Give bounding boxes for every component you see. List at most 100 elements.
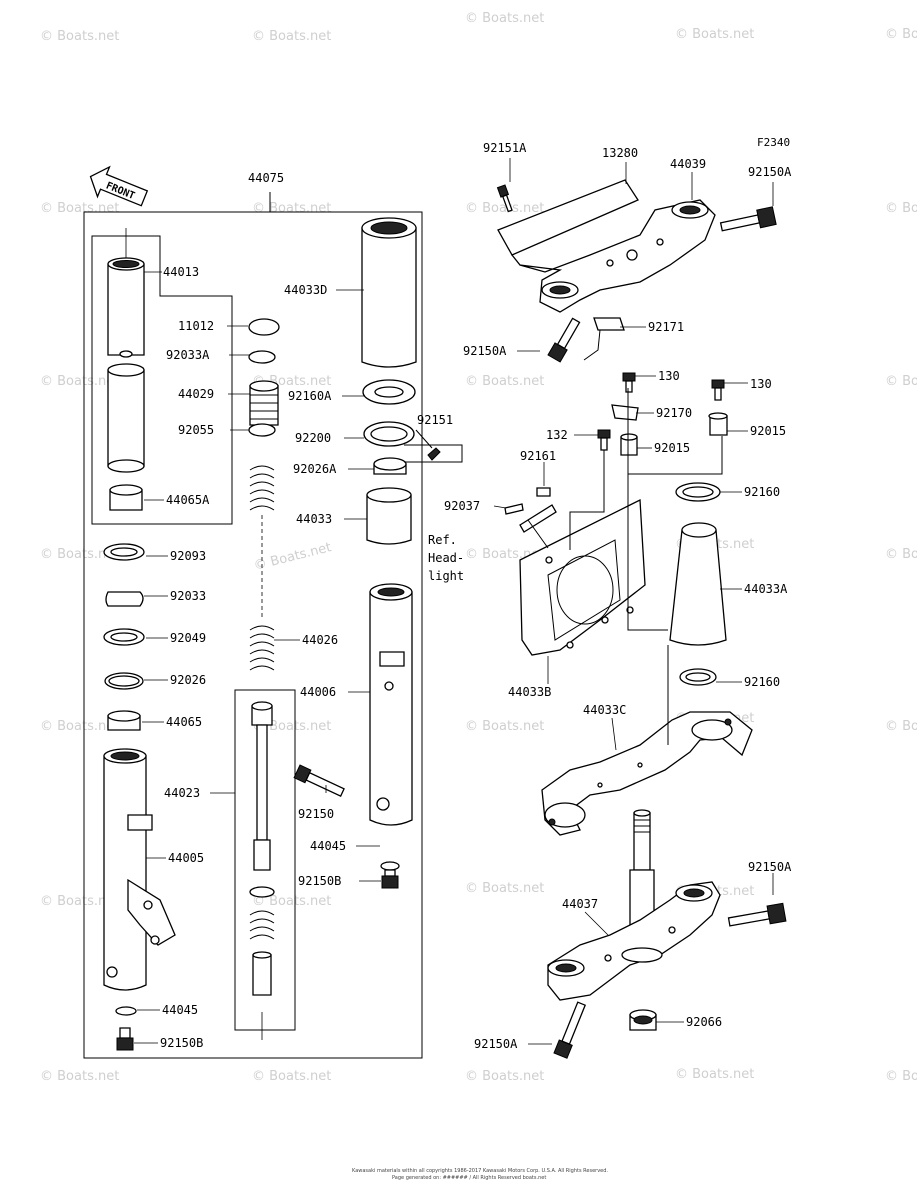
callout-11012: 11012 xyxy=(178,319,214,333)
watermark: © Boats.net xyxy=(465,374,544,389)
watermark: © Boats.net xyxy=(675,27,754,42)
watermark: © Boats.net xyxy=(40,719,119,734)
watermark: © Boats.net xyxy=(885,719,917,734)
watermark: © Boats.net xyxy=(40,1069,119,1084)
callout-92015: 92015 xyxy=(750,424,786,438)
callout-44065: 44065 xyxy=(166,715,202,729)
watermark: © Boats.net xyxy=(675,1067,754,1082)
outer-tube-44006 xyxy=(369,583,413,826)
watermark: © Boats.net xyxy=(885,374,917,389)
callout-92170: 92170 xyxy=(656,406,692,420)
callout-44026: 44026 xyxy=(302,633,338,647)
watermark: © Boats.net xyxy=(40,547,119,562)
callout-44065A: 44065A xyxy=(166,493,210,507)
watermark: © Boats.net xyxy=(40,374,119,389)
footer-copyright: Kawasaki materials within all copyrights… xyxy=(352,1168,608,1174)
spring-44026 xyxy=(249,465,275,671)
callout-92049: 92049 xyxy=(170,631,206,645)
callout-44029: 44029 xyxy=(178,387,214,401)
ref-note-line1: Ref. xyxy=(428,533,457,547)
callout-92093: 92093 xyxy=(170,549,206,563)
callout-92055: 92055 xyxy=(178,423,214,437)
callout-92066: 92066 xyxy=(686,1015,722,1029)
spring-seat-44029 xyxy=(249,380,279,426)
fork-assembly-group xyxy=(83,192,463,1059)
cover-tube-44033D xyxy=(361,217,417,368)
callout-92150B: 92150B xyxy=(160,1036,203,1050)
callout-92151: 92151 xyxy=(417,413,453,427)
headlight-bracket-44033B xyxy=(519,498,646,656)
watermark: © Boats.net xyxy=(252,201,331,216)
watermark: © Boats.net xyxy=(40,201,119,216)
watermark: © Boats.net xyxy=(885,201,917,216)
watermark: © Boats.net xyxy=(465,1069,544,1084)
callout-lines xyxy=(134,158,774,1045)
steering-assembly-group xyxy=(496,179,787,1059)
stem-44037 xyxy=(547,809,721,1001)
callout-44033: 44033 xyxy=(296,512,332,526)
callout-92150B: 92150B xyxy=(298,874,341,888)
ref-note-line2: Head- xyxy=(428,551,464,565)
footer-generated: Page generated on: ###### / All Rights R… xyxy=(392,1175,546,1181)
watermark: © Boats.net xyxy=(465,719,544,734)
damper-rod-44023 xyxy=(249,701,275,1040)
watermark: © Boats.net xyxy=(40,29,119,44)
callout-44045: 44045 xyxy=(162,1003,198,1017)
watermark: © Boats.net xyxy=(252,540,333,574)
callout-132: 132 xyxy=(546,428,568,442)
watermark: © Boats.net xyxy=(465,201,544,216)
callout-44023: 44023 xyxy=(164,786,200,800)
callout-92171: 92171 xyxy=(648,320,684,334)
callout-44033C: 44033C xyxy=(583,703,626,717)
front-arrow: FRONT xyxy=(89,165,149,207)
watermark: © Boats.net xyxy=(885,1069,917,1084)
watermark: © Boats.net xyxy=(40,894,119,909)
callout-92150A: 92150A xyxy=(463,344,507,358)
callout-92151A: 92151A xyxy=(483,141,527,155)
watermark: © Boats.net xyxy=(465,11,544,26)
ref-note-line3: light xyxy=(428,569,464,583)
callout-44013: 44013 xyxy=(163,265,199,279)
cover-44033C xyxy=(541,711,753,836)
callout-44033D: 44033D xyxy=(284,283,327,297)
callout-92026A: 92026A xyxy=(293,462,337,476)
outer-tube-44005 xyxy=(103,748,176,991)
watermark: © Boats.net xyxy=(465,881,544,896)
watermark: © Boats.net xyxy=(885,547,917,562)
callout-13280: 13280 xyxy=(602,146,638,160)
watermark: © Boats.net xyxy=(252,1069,331,1084)
callout-92161: 92161 xyxy=(520,449,556,463)
callout-44037: 44037 xyxy=(562,897,598,911)
callout-labels: 44075 44013 44033D 11012 92033A 44029 92… xyxy=(160,141,792,1051)
callout-92033A: 92033A xyxy=(166,348,210,362)
inner-tube-44013 xyxy=(107,228,145,473)
cover-tube-44033A xyxy=(669,522,727,646)
upper-bracket-44039 xyxy=(497,179,716,313)
callout-92026: 92026 xyxy=(170,673,206,687)
callout-44045: 44045 xyxy=(310,839,346,853)
callout-44006: 44006 xyxy=(300,685,336,699)
callout-44039: 44039 xyxy=(670,157,706,171)
callout-44033B: 44033B xyxy=(508,685,551,699)
callout-92160: 92160 xyxy=(744,675,780,689)
callout-92037: 92037 xyxy=(444,499,480,513)
watermark: © Boats.net xyxy=(252,894,331,909)
callout-92160: 92160 xyxy=(744,485,780,499)
watermark: © Boats.net xyxy=(252,29,331,44)
callout-92150: 92150 xyxy=(298,807,334,821)
callout-92200: 92200 xyxy=(295,431,331,445)
callout-130: 130 xyxy=(750,377,772,391)
callout-92033: 92033 xyxy=(170,589,206,603)
callout-92150A: 92150A xyxy=(748,165,792,179)
callout-92160A: 92160A xyxy=(288,389,332,403)
callout-92150A: 92150A xyxy=(474,1037,518,1051)
callout-44033A: 44033A xyxy=(744,582,788,596)
watermark: © Boats.net xyxy=(885,27,917,42)
callout-92015: 92015 xyxy=(654,441,690,455)
callout-44075: 44075 xyxy=(248,171,284,185)
callout-44005: 44005 xyxy=(168,851,204,865)
callout-130: 130 xyxy=(658,369,680,383)
callout-92150A: 92150A xyxy=(748,860,792,874)
